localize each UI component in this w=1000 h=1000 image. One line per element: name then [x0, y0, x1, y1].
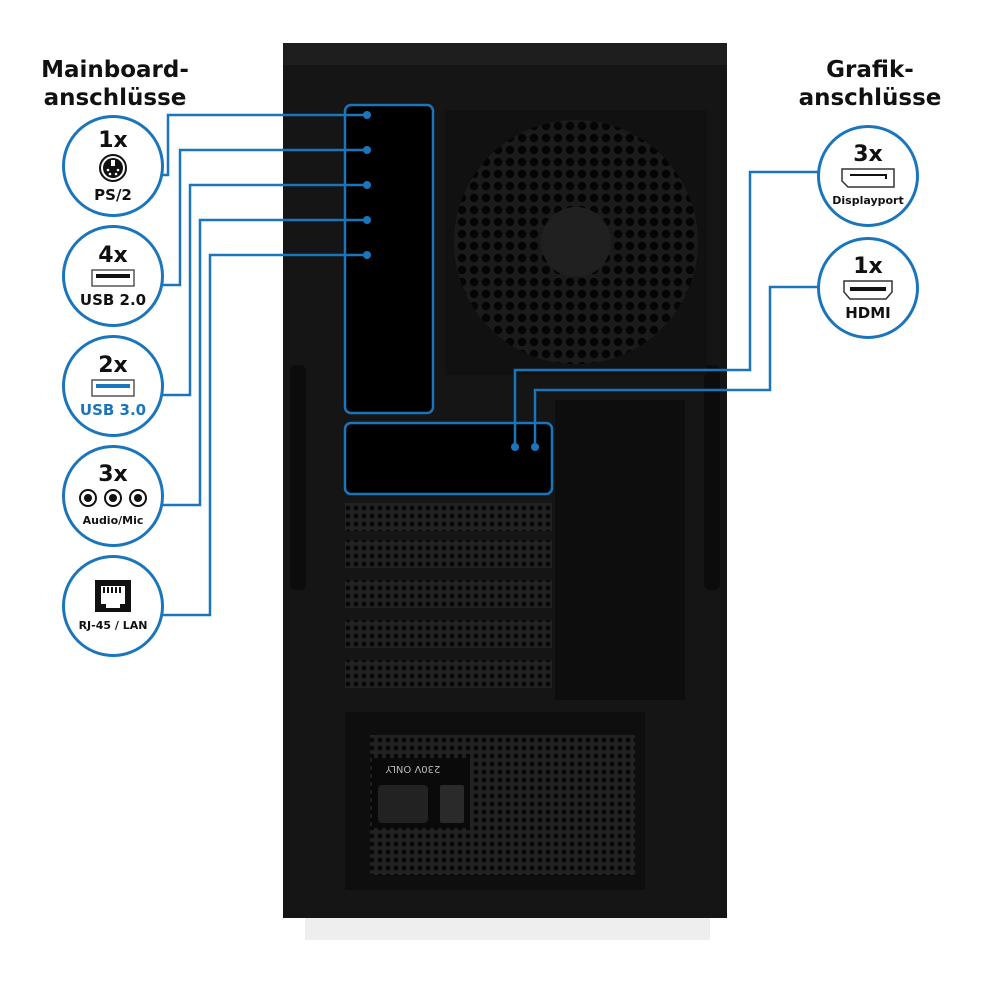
power-socket-icon: [378, 785, 428, 823]
heading-line: Mainboard-: [41, 57, 189, 83]
power-switch-icon: [440, 785, 464, 823]
port-label: Displayport: [832, 193, 904, 207]
port-count: 3x: [98, 461, 128, 487]
badge-usb3: 2x USB 3.0: [62, 335, 164, 437]
ethernet-icon: [95, 579, 131, 612]
hdmi-icon: [843, 279, 893, 300]
port-label: USB 2.0: [79, 290, 147, 309]
mainboard-io-highlight: [343, 103, 435, 415]
heading-line: anschlüsse: [798, 85, 942, 111]
heading-line: anschlüsse: [43, 85, 187, 111]
port-count: 3x: [853, 141, 883, 167]
port-count: 4x: [98, 242, 128, 268]
graphics-heading: Grafik- anschlüsse: [795, 56, 945, 112]
heading-line: Grafik-: [826, 57, 914, 83]
badge-ps2: 1x PS/2: [62, 115, 164, 217]
badge-displayport: 3x Displayport: [817, 125, 919, 227]
usb3-icon: [91, 378, 135, 397]
audio-jack-icon: [79, 488, 147, 507]
port-label: PS/2: [94, 185, 132, 204]
port-label: Audio/Mic: [82, 513, 144, 527]
usb-icon: [91, 268, 135, 287]
badge-hdmi: 1x HDMI: [817, 237, 919, 339]
port-count: 1x: [98, 127, 128, 153]
ps2-icon: [99, 153, 127, 182]
mainboard-heading: Mainboard- anschlüsse: [30, 56, 200, 112]
pci-slots: [345, 503, 552, 688]
badge-audio: 3x Audio/Mic: [62, 445, 164, 547]
port-count: 1x: [853, 253, 883, 279]
displayport-icon: [841, 167, 895, 188]
badge-usb2: 4x USB 2.0: [62, 225, 164, 327]
port-count: 2x: [98, 352, 128, 378]
badge-lan: RJ-45 / LAN: [62, 555, 164, 657]
port-label: RJ-45 / LAN: [78, 618, 148, 632]
gpu-io-highlight: [343, 421, 554, 496]
port-label: USB 3.0: [79, 400, 147, 419]
port-label: HDMI: [845, 303, 891, 322]
